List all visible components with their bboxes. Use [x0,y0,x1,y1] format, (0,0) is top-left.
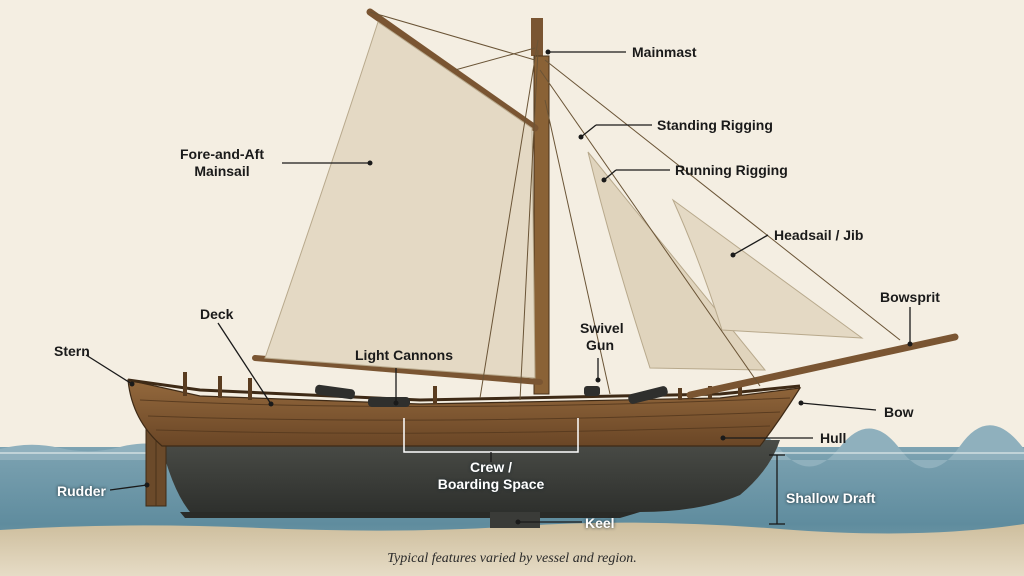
label-crew-boarding-space: Crew / Boarding Space [412,459,570,493]
mainmast-shape [531,18,550,395]
label-stern: Stern [54,343,90,359]
light-cannon-shapes [315,384,668,407]
label-crew-boarding-line1: Crew / [469,459,512,475]
bowsprit-spar [686,333,959,399]
label-shallow-draft: Shallow Draft [786,490,876,506]
label-deck: Deck [200,306,234,322]
label-swivel-gun: Swivel Gun [580,320,624,354]
diagram-caption: Typical features varied by vessel and re… [387,551,637,566]
label-light-cannons: Light Cannons [355,347,453,363]
label-fore-and-aft-mainsail: Fore-and-Aft Mainsail [168,146,276,180]
label-standing-rigging: Standing Rigging [657,117,773,133]
label-crew-boarding-line2: Boarding Space [437,476,545,492]
label-headsail-jib: Headsail / Jib [774,227,864,243]
label-rudder: Rudder [57,483,106,499]
label-bow: Bow [884,404,914,420]
leader-lines [85,51,911,525]
sails [264,21,864,379]
label-fore-and-aft-mainsail-line2: Mainsail [194,163,250,179]
label-mainmast: Mainmast [632,44,697,60]
label-fore-and-aft-mainsail-line1: Fore-and-Aft [180,146,264,162]
label-swivel-gun-line2: Gun [586,337,614,353]
sandy-bottom [0,522,1024,576]
gaff-spar [366,8,539,132]
hull-wood [127,372,802,447]
label-bowsprit: Bowsprit [880,289,940,305]
label-keel: Keel [585,515,615,531]
label-hull: Hull [820,430,847,446]
label-running-rigging: Running Rigging [675,162,788,178]
leader-dots [129,49,913,525]
boom-spar [252,355,543,385]
hull-underwater [160,440,780,528]
rigging-lines [369,11,901,401]
label-swivel-gun-line1: Swivel [580,320,624,336]
